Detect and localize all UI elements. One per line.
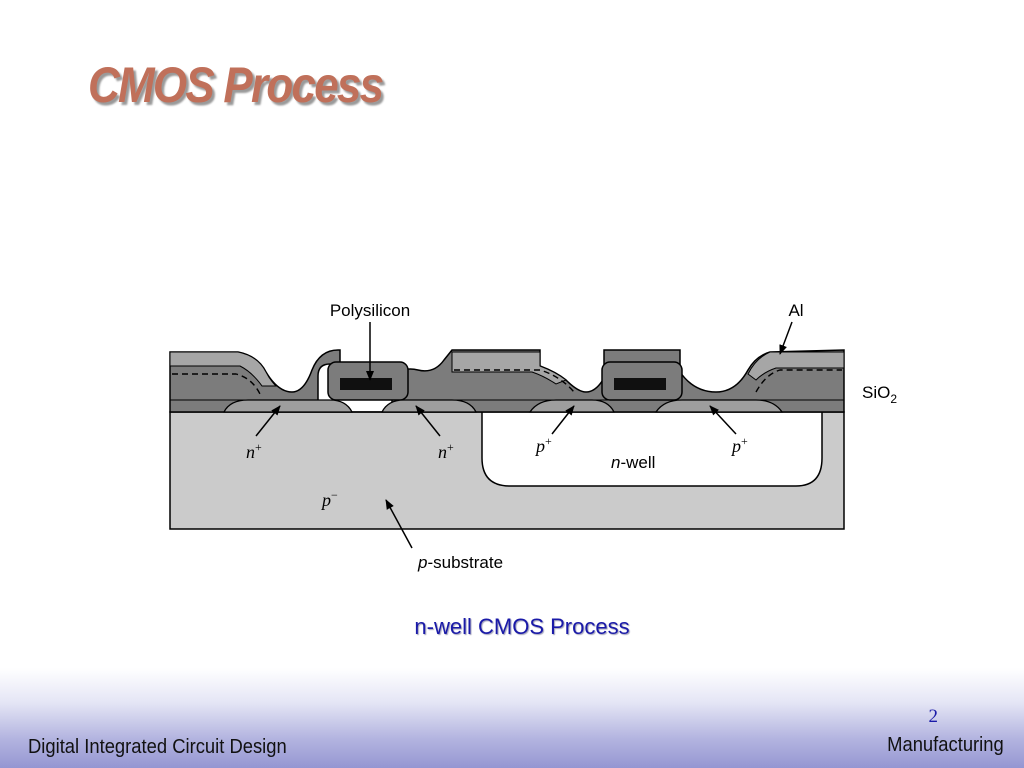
- oxide-label-subscript: 2: [890, 392, 897, 406]
- aluminum-label: Al: [788, 301, 803, 320]
- upper-oxide-layer: [747, 351, 845, 381]
- n-well-label: n-well: [611, 453, 655, 472]
- n-plus-diffusion-right: [380, 399, 478, 413]
- nmos-polysilicon-gate: [340, 378, 392, 390]
- p-plus-diffusion-left: [528, 399, 616, 413]
- n-well-region: [481, 411, 823, 487]
- p-plus-right-letter: p: [730, 436, 741, 456]
- p-substrate-label-rest: -substrate: [427, 553, 503, 572]
- n-plus-right-sign: +: [447, 440, 454, 454]
- aluminum-arrow: [779, 321, 793, 355]
- p-minus-label: p−: [320, 488, 338, 510]
- n-plus-left-arrow: [255, 405, 281, 437]
- n-well-label-rest: -well: [620, 453, 655, 472]
- footer-section-title: Manufacturing: [887, 734, 1004, 756]
- figure-caption: n-well CMOS Process: [414, 614, 630, 639]
- oxide-dashed-boundary: [755, 369, 842, 393]
- p-plus-diffusion-right: [654, 399, 784, 413]
- page-number: 2: [928, 706, 939, 727]
- n-plus-right-arrow: [415, 405, 441, 437]
- p-plus-right-sign: +: [741, 434, 748, 448]
- p-plus-left-arrow: [551, 405, 575, 435]
- upper-oxide-layer: [169, 351, 278, 387]
- p-plus-left-label: p+: [534, 434, 552, 456]
- p-plus-right-label: p+: [730, 434, 748, 456]
- cmos-cross-section-diagram: Polysilicon Al SiO2 n+ n+ p+ p+ n-well p…: [169, 301, 897, 572]
- footer-course-title: Digital Integrated Circuit Design: [28, 736, 287, 758]
- p-minus-sign: −: [331, 488, 338, 502]
- p-substrate-label: p-substrate: [417, 553, 503, 572]
- upper-oxide-layer: [451, 351, 567, 385]
- n-plus-left-letter: n: [246, 442, 255, 462]
- footer-band: [0, 668, 1024, 768]
- oxide-label: SiO2: [862, 383, 897, 406]
- n-well-label-italic: n: [611, 453, 620, 472]
- n-plus-diffusion-left: [222, 399, 354, 413]
- p-plus-left-sign: +: [545, 434, 552, 448]
- p-plus-left-letter: p: [534, 436, 545, 456]
- oxide-dashed-boundary: [454, 369, 575, 393]
- oxide-label-main: SiO: [862, 383, 890, 402]
- oxide-dashed-boundary: [172, 373, 261, 395]
- slide-title: CMOS Process: [88, 57, 384, 113]
- p-substrate-arrow: [385, 499, 413, 549]
- pmos-polysilicon-gate: [614, 378, 666, 390]
- p-plus-right-arrow: [709, 405, 737, 435]
- n-plus-left-sign: +: [255, 440, 262, 454]
- p-substrate-label-italic: p: [417, 553, 427, 572]
- polysilicon-label: Polysilicon: [330, 301, 410, 320]
- n-plus-right-letter: n: [438, 442, 447, 462]
- n-plus-left-label: n+: [246, 440, 262, 462]
- n-plus-right-label: n+: [438, 440, 454, 462]
- p-minus-letter: p: [320, 490, 331, 510]
